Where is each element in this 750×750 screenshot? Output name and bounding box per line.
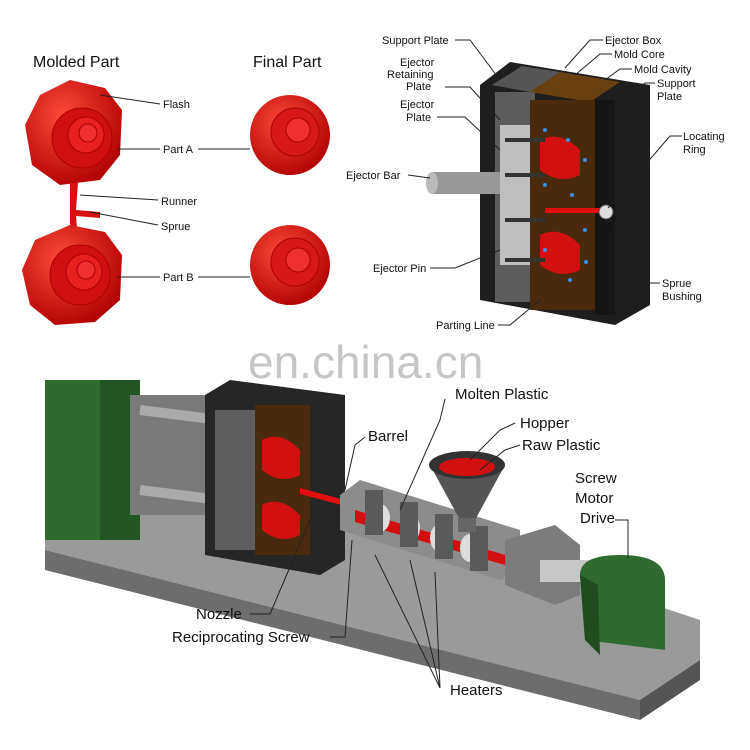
runner-sprue — [70, 183, 100, 240]
screw-motor-drive-label-1: Screw — [575, 470, 617, 487]
screw-motor-drive-label-3: Drive — [580, 510, 615, 527]
screw-motor-drive-label-2: Motor — [575, 490, 613, 507]
sprue-bushing-label-2: Bushing — [662, 291, 702, 303]
locating-ring-label-1: Locating — [683, 131, 725, 143]
mold-core-label: Mold Core — [614, 49, 665, 61]
parting-line-label: Parting Line — [436, 320, 495, 332]
sprue-bushing-label-1: Sprue — [662, 278, 691, 290]
screw-drive-shaft — [505, 525, 590, 605]
hopper-label: Hopper — [520, 415, 569, 432]
mold-cutaway: Support Plate Ejector Retaining Plate Ej… — [346, 35, 725, 332]
molded-part-a — [25, 80, 122, 185]
barrel — [340, 480, 520, 580]
ejector-pin-label: Ejector Pin — [373, 263, 426, 275]
ejector-plate-label-1: Ejector — [400, 99, 435, 111]
final-part-a — [250, 95, 330, 175]
ejector-retaining-plate-label-1: Ejector — [400, 57, 435, 69]
part-a-label: Part A — [163, 144, 194, 156]
ejector-retaining-plate-label-3: Plate — [406, 81, 431, 93]
molded-part-b — [22, 225, 122, 325]
nozzle-label: Nozzle — [196, 606, 242, 623]
screw-motor — [580, 555, 665, 655]
reciprocating-screw-label: Reciprocating Screw — [172, 629, 310, 646]
ejector-bar-label: Ejector Bar — [346, 170, 401, 182]
mold-cavity-label: Mold Cavity — [634, 64, 692, 76]
watermark: en.china.cn — [248, 336, 483, 388]
sprue-label: Sprue — [161, 221, 190, 233]
flash-label: Flash — [163, 99, 190, 111]
support-plate-left-label: Support Plate — [382, 35, 449, 47]
hopper — [429, 451, 505, 532]
locating-ring-label-2: Ring — [683, 144, 706, 156]
ejector-bar — [426, 172, 500, 194]
ejector-box-label: Ejector Box — [605, 35, 662, 47]
heaters-label: Heaters — [450, 682, 503, 699]
part-b-label: Part B — [163, 272, 194, 284]
injection-machine: Molten Plastic Hopper Raw Plastic Barrel… — [45, 380, 700, 720]
raw-plastic-label: Raw Plastic — [522, 437, 601, 454]
ejector-plate-label-2: Plate — [406, 112, 431, 124]
runner-label: Runner — [161, 196, 197, 208]
support-plate-right-label-2: Plate — [657, 91, 682, 103]
final-part-title: Final Part — [253, 54, 322, 71]
molten-plastic-label: Molten Plastic — [455, 386, 549, 403]
molded-part-title: Molded Part — [33, 54, 120, 71]
ejector-retaining-plate-label-2: Retaining — [387, 69, 433, 81]
final-part-b — [250, 225, 330, 305]
barrel-label: Barrel — [368, 428, 408, 445]
molded-part-panel: Molded Part Final Part — [22, 54, 330, 325]
support-plate-right-label-1: Support — [657, 78, 696, 90]
